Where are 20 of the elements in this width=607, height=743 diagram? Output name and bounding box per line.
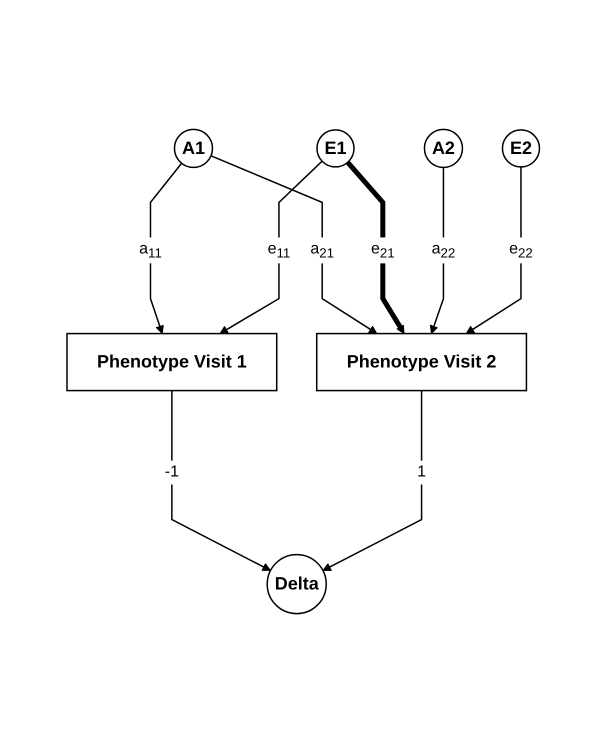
node-circle: E1 <box>316 129 355 168</box>
arrow <box>210 155 378 334</box>
node-box: Phenotype Visit 2 <box>316 332 528 392</box>
arrow <box>322 390 423 571</box>
node-circle: A2 <box>424 128 464 168</box>
edge-label: a$_{21}$ <box>310 240 334 261</box>
node-box: Phenotype Visit 1 <box>66 332 278 392</box>
arrow <box>171 390 272 571</box>
edge-label: a$_{11}$ <box>139 240 162 261</box>
node-circle: A1 <box>174 128 214 168</box>
edge-label: e$_{21}$ <box>371 240 395 261</box>
edge-label: -1 <box>164 464 180 481</box>
edge-label: a$_{22}$ <box>432 240 456 261</box>
node-circle: Delta <box>266 554 328 614</box>
edge-label: 1 <box>417 464 426 481</box>
arrow <box>220 160 323 334</box>
node-circle: E2 <box>502 129 540 168</box>
arrow <box>346 160 405 334</box>
edge-label: e$_{11}$ <box>268 240 291 261</box>
edge-label: e$_{22}$ <box>509 240 534 261</box>
